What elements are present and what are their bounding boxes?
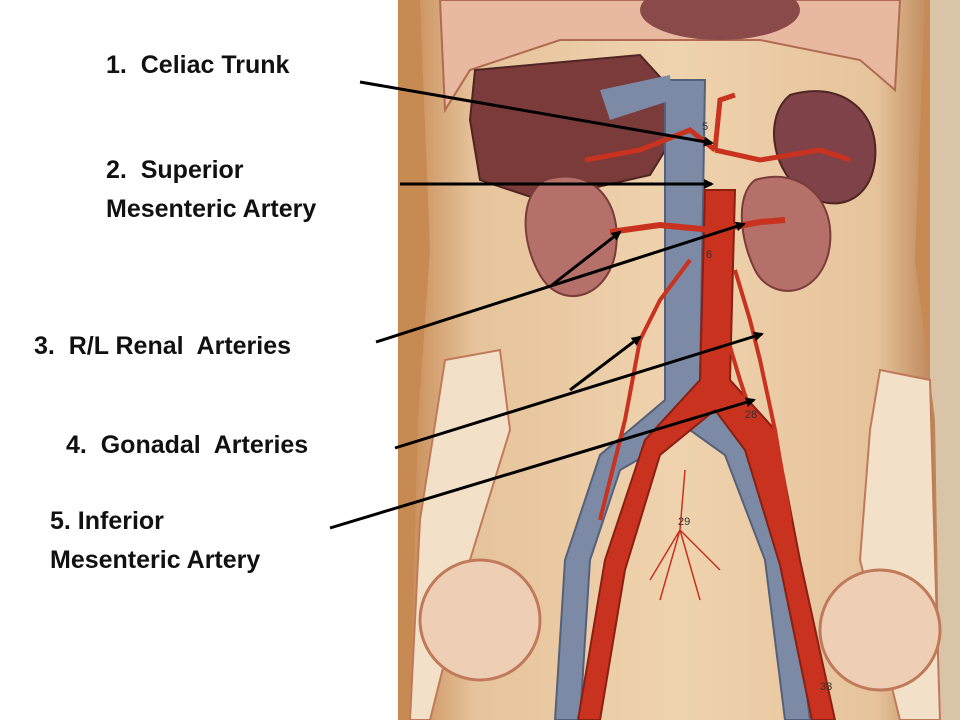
label-superior-mesenteric-line1: 2. Superior xyxy=(106,156,244,184)
label-superior-mesenteric-line2: Mesenteric Artery xyxy=(106,195,317,223)
heart-base xyxy=(640,0,800,40)
model-number-6: 6 xyxy=(706,249,712,261)
spleen xyxy=(773,90,877,205)
left-hip-joint xyxy=(818,568,942,692)
label-gonadal-arteries: 4. Gonadal Arteries xyxy=(66,431,309,459)
model-number-33: 33 xyxy=(820,681,832,693)
model-number-29: 29 xyxy=(678,516,690,528)
model-number-5: 5 xyxy=(702,121,708,133)
label-celiac-trunk: 1. Celiac Trunk xyxy=(106,51,290,79)
label-inferior-mesenteric-line1: 5. Inferior xyxy=(50,507,164,535)
label-inferior-mesenteric-line2: Mesenteric Artery xyxy=(50,546,261,574)
model-number-28: 28 xyxy=(745,409,757,421)
pelvic-small-vessels xyxy=(649,469,721,601)
right-hip-joint xyxy=(418,558,542,682)
label-renal-arteries: 3. R/L Renal Arteries xyxy=(34,332,292,360)
anatomy-model-photo: 5 6 28 29 33 xyxy=(398,0,960,720)
